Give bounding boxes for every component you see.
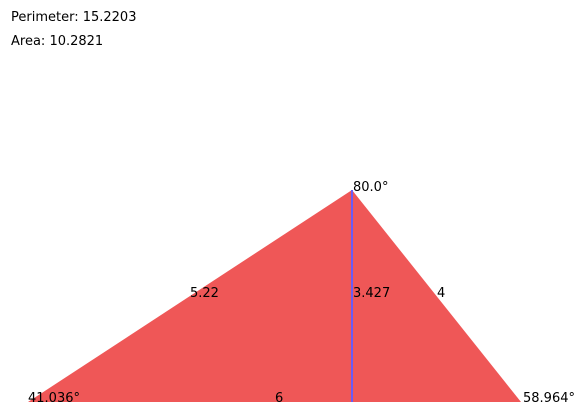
triangle-shape bbox=[28, 190, 521, 402]
top-angle-label: 80.0° bbox=[353, 180, 388, 195]
right-angle-label: 58.964° bbox=[523, 391, 575, 406]
perimeter-readout: Perimeter: 15.2203 bbox=[11, 10, 136, 26]
area-value: 10.2821 bbox=[49, 34, 104, 49]
altitude-length-label: 3.427 bbox=[353, 286, 390, 301]
left-side-length-label: 5.22 bbox=[190, 286, 219, 301]
area-label: Area: bbox=[11, 34, 50, 49]
area-readout: Area: 10.2821 bbox=[11, 34, 103, 50]
base-length-label: 6 bbox=[275, 391, 283, 406]
perimeter-value: 15.2203 bbox=[82, 10, 137, 25]
right-side-length-label: 4 bbox=[437, 286, 445, 301]
perimeter-label: Perimeter: bbox=[11, 10, 83, 25]
left-angle-label: 41.036° bbox=[28, 391, 80, 406]
